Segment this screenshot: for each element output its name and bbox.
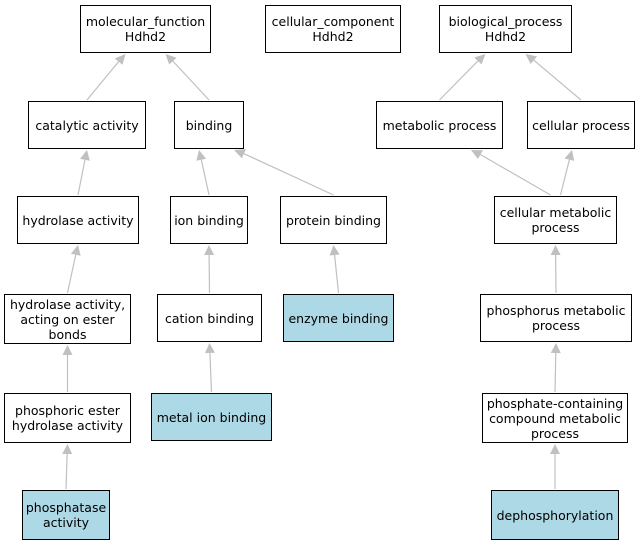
edge-arrowhead (70, 245, 81, 256)
go-term-node[interactable]: cellular_component Hdhd2 (265, 5, 401, 53)
edge-line (243, 153, 334, 196)
go-term-node[interactable]: ion binding (170, 196, 248, 244)
go-term-node[interactable]: hydrolase activity, acting on ester bond… (4, 294, 131, 344)
edge-arrowhead (204, 343, 215, 354)
edge-line (554, 352, 557, 393)
edge-arrowhead (196, 150, 207, 161)
go-term-node[interactable]: cellular process (527, 101, 635, 149)
edge-line (480, 154, 551, 196)
edge-line (77, 159, 86, 196)
edge-line (86, 61, 120, 101)
edge-line (65, 453, 68, 490)
go-term-node[interactable]: metal ion binding (151, 393, 272, 441)
edge-arrowhead (329, 245, 340, 256)
go-term-node[interactable]: enzyme binding (283, 294, 394, 342)
go-term-node[interactable]: hydrolase activity (17, 196, 139, 244)
edge-line (439, 60, 479, 101)
go-term-node[interactable]: binding (174, 101, 244, 149)
edge-line (333, 254, 340, 294)
go-term-node[interactable]: molecular_function Hdhd2 (80, 5, 211, 53)
edge-line (66, 254, 77, 294)
edge-arrowhead (62, 345, 73, 355)
edge-arrowhead (114, 54, 126, 65)
edge-line (209, 352, 213, 393)
edge-arrowhead (204, 245, 215, 256)
edge-line (533, 59, 582, 101)
edge-arrowhead (550, 245, 561, 256)
edge-line (172, 60, 210, 101)
go-term-node[interactable]: metabolic process (376, 101, 503, 149)
go-term-node[interactable]: phosphate-containing compound metabolic … (482, 393, 628, 443)
go-term-node[interactable]: cation binding (157, 294, 262, 342)
edge-arrowhead (62, 444, 73, 455)
edge-arrowhead (525, 54, 538, 64)
edge-line (200, 159, 210, 196)
edge-arrowhead (471, 150, 484, 159)
go-term-node[interactable]: phosphoric ester hydrolase activity (4, 393, 131, 443)
go-term-node[interactable]: phosphorus metabolic process (480, 294, 632, 342)
edge-arrowhead (474, 54, 486, 65)
go-term-node[interactable]: phosphatase activity (22, 490, 110, 540)
edge-line (559, 159, 570, 196)
go-term-node[interactable]: cellular metabolic process (494, 196, 617, 244)
go-term-node[interactable]: catalytic activity (28, 101, 146, 149)
edge-arrowhead (80, 150, 90, 161)
edge-arrowhead (550, 444, 560, 454)
edge-arrowhead (165, 54, 177, 65)
edge-arrowhead (564, 150, 575, 161)
go-term-node[interactable]: biological_process Hdhd2 (439, 5, 572, 53)
edge-arrowhead (234, 149, 247, 159)
edge-arrowhead (550, 343, 561, 354)
go-term-node[interactable]: protein binding (280, 196, 387, 244)
go-term-node[interactable]: dephosphorylation (491, 490, 619, 540)
